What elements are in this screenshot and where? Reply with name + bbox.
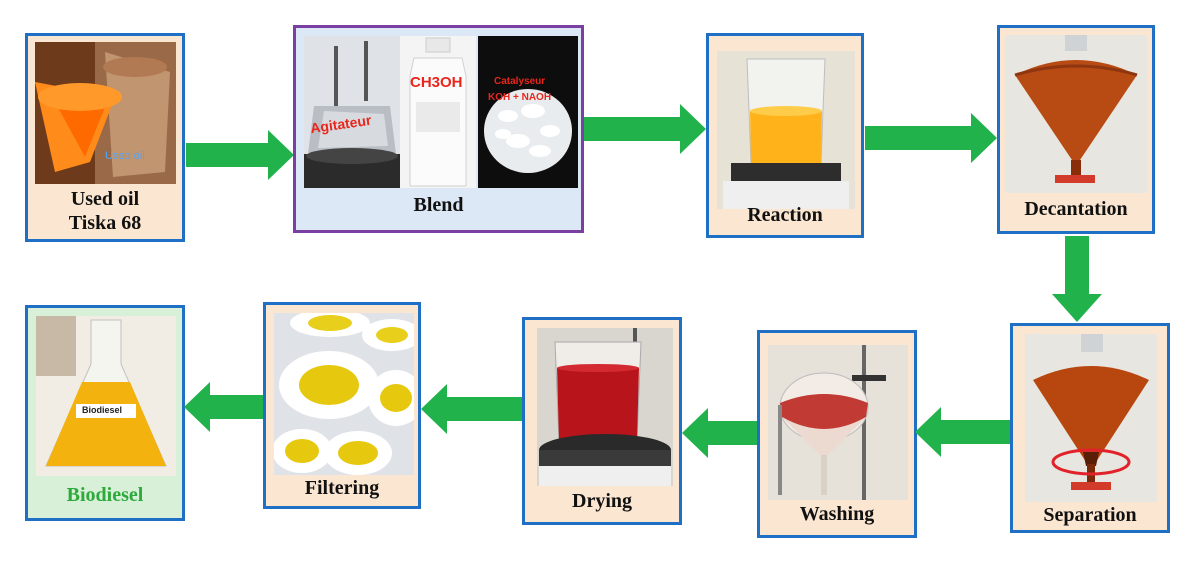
agitator-photo: Agitateur	[304, 36, 400, 188]
used-oil-label-line2: Tiska 68	[68, 212, 142, 234]
drying-label: Drying	[572, 490, 632, 512]
step-filtering: Filtering	[263, 302, 421, 509]
catalyst-text-line1: Catalyseur	[494, 76, 546, 87]
biodiesel-flask-label: Biodiesel	[82, 405, 123, 415]
flow-arrow-right-icon	[865, 113, 997, 163]
separation-photo	[1025, 334, 1157, 502]
step-blend: Agitateur CH3OH Catalyseur KOH + NAOH Bl…	[293, 25, 584, 233]
step-separation: Separation	[1010, 323, 1170, 533]
separation-label: Separation	[1043, 504, 1137, 526]
methanol-text: CH3OH	[410, 74, 463, 91]
flow-arrow-left-icon	[682, 408, 758, 458]
flow-arrow-left-icon	[915, 407, 1011, 457]
catalyst-photo: Catalyseur KOH + NAOH	[478, 36, 578, 188]
step-used-oil: Used oil Used oil Tiska 68	[25, 33, 185, 242]
decantation-photo	[1005, 35, 1147, 193]
blend-label: Blend	[413, 194, 464, 216]
catalyst-text-line2: KOH + NAOH	[488, 92, 552, 103]
decantation-label: Decantation	[1024, 198, 1128, 220]
flow-arrow-left-icon	[184, 382, 264, 432]
washing-label: Washing	[799, 503, 875, 525]
washing-photo	[768, 345, 908, 500]
biodiesel-label: Biodiesel	[66, 484, 144, 506]
step-drying: Drying	[522, 317, 682, 525]
step-reaction: Reaction	[706, 33, 864, 238]
filtering-label: Filtering	[304, 477, 380, 499]
filtering-photo	[274, 313, 414, 475]
flow-arrow-right-icon	[584, 104, 706, 154]
drying-photo	[537, 328, 673, 486]
step-biodiesel: Biodiesel Biodiesel	[25, 305, 185, 521]
used-oil-label-line1: Used oil	[70, 188, 140, 210]
methanol-bottle-photo: CH3OH	[400, 36, 476, 188]
flow-arrow-left-icon	[421, 384, 523, 434]
flow-arrow-down-icon	[1052, 236, 1102, 322]
used-oil-photo-caption: Used oil	[105, 150, 145, 162]
used-oil-photo: Used oil	[35, 42, 176, 184]
flow-arrow-right-icon	[186, 130, 294, 180]
reaction-photo	[717, 51, 855, 209]
step-decantation: Decantation	[997, 25, 1155, 234]
reaction-label: Reaction	[747, 204, 823, 226]
step-washing: Washing	[757, 330, 917, 538]
biodiesel-photo: Biodiesel	[36, 316, 176, 476]
